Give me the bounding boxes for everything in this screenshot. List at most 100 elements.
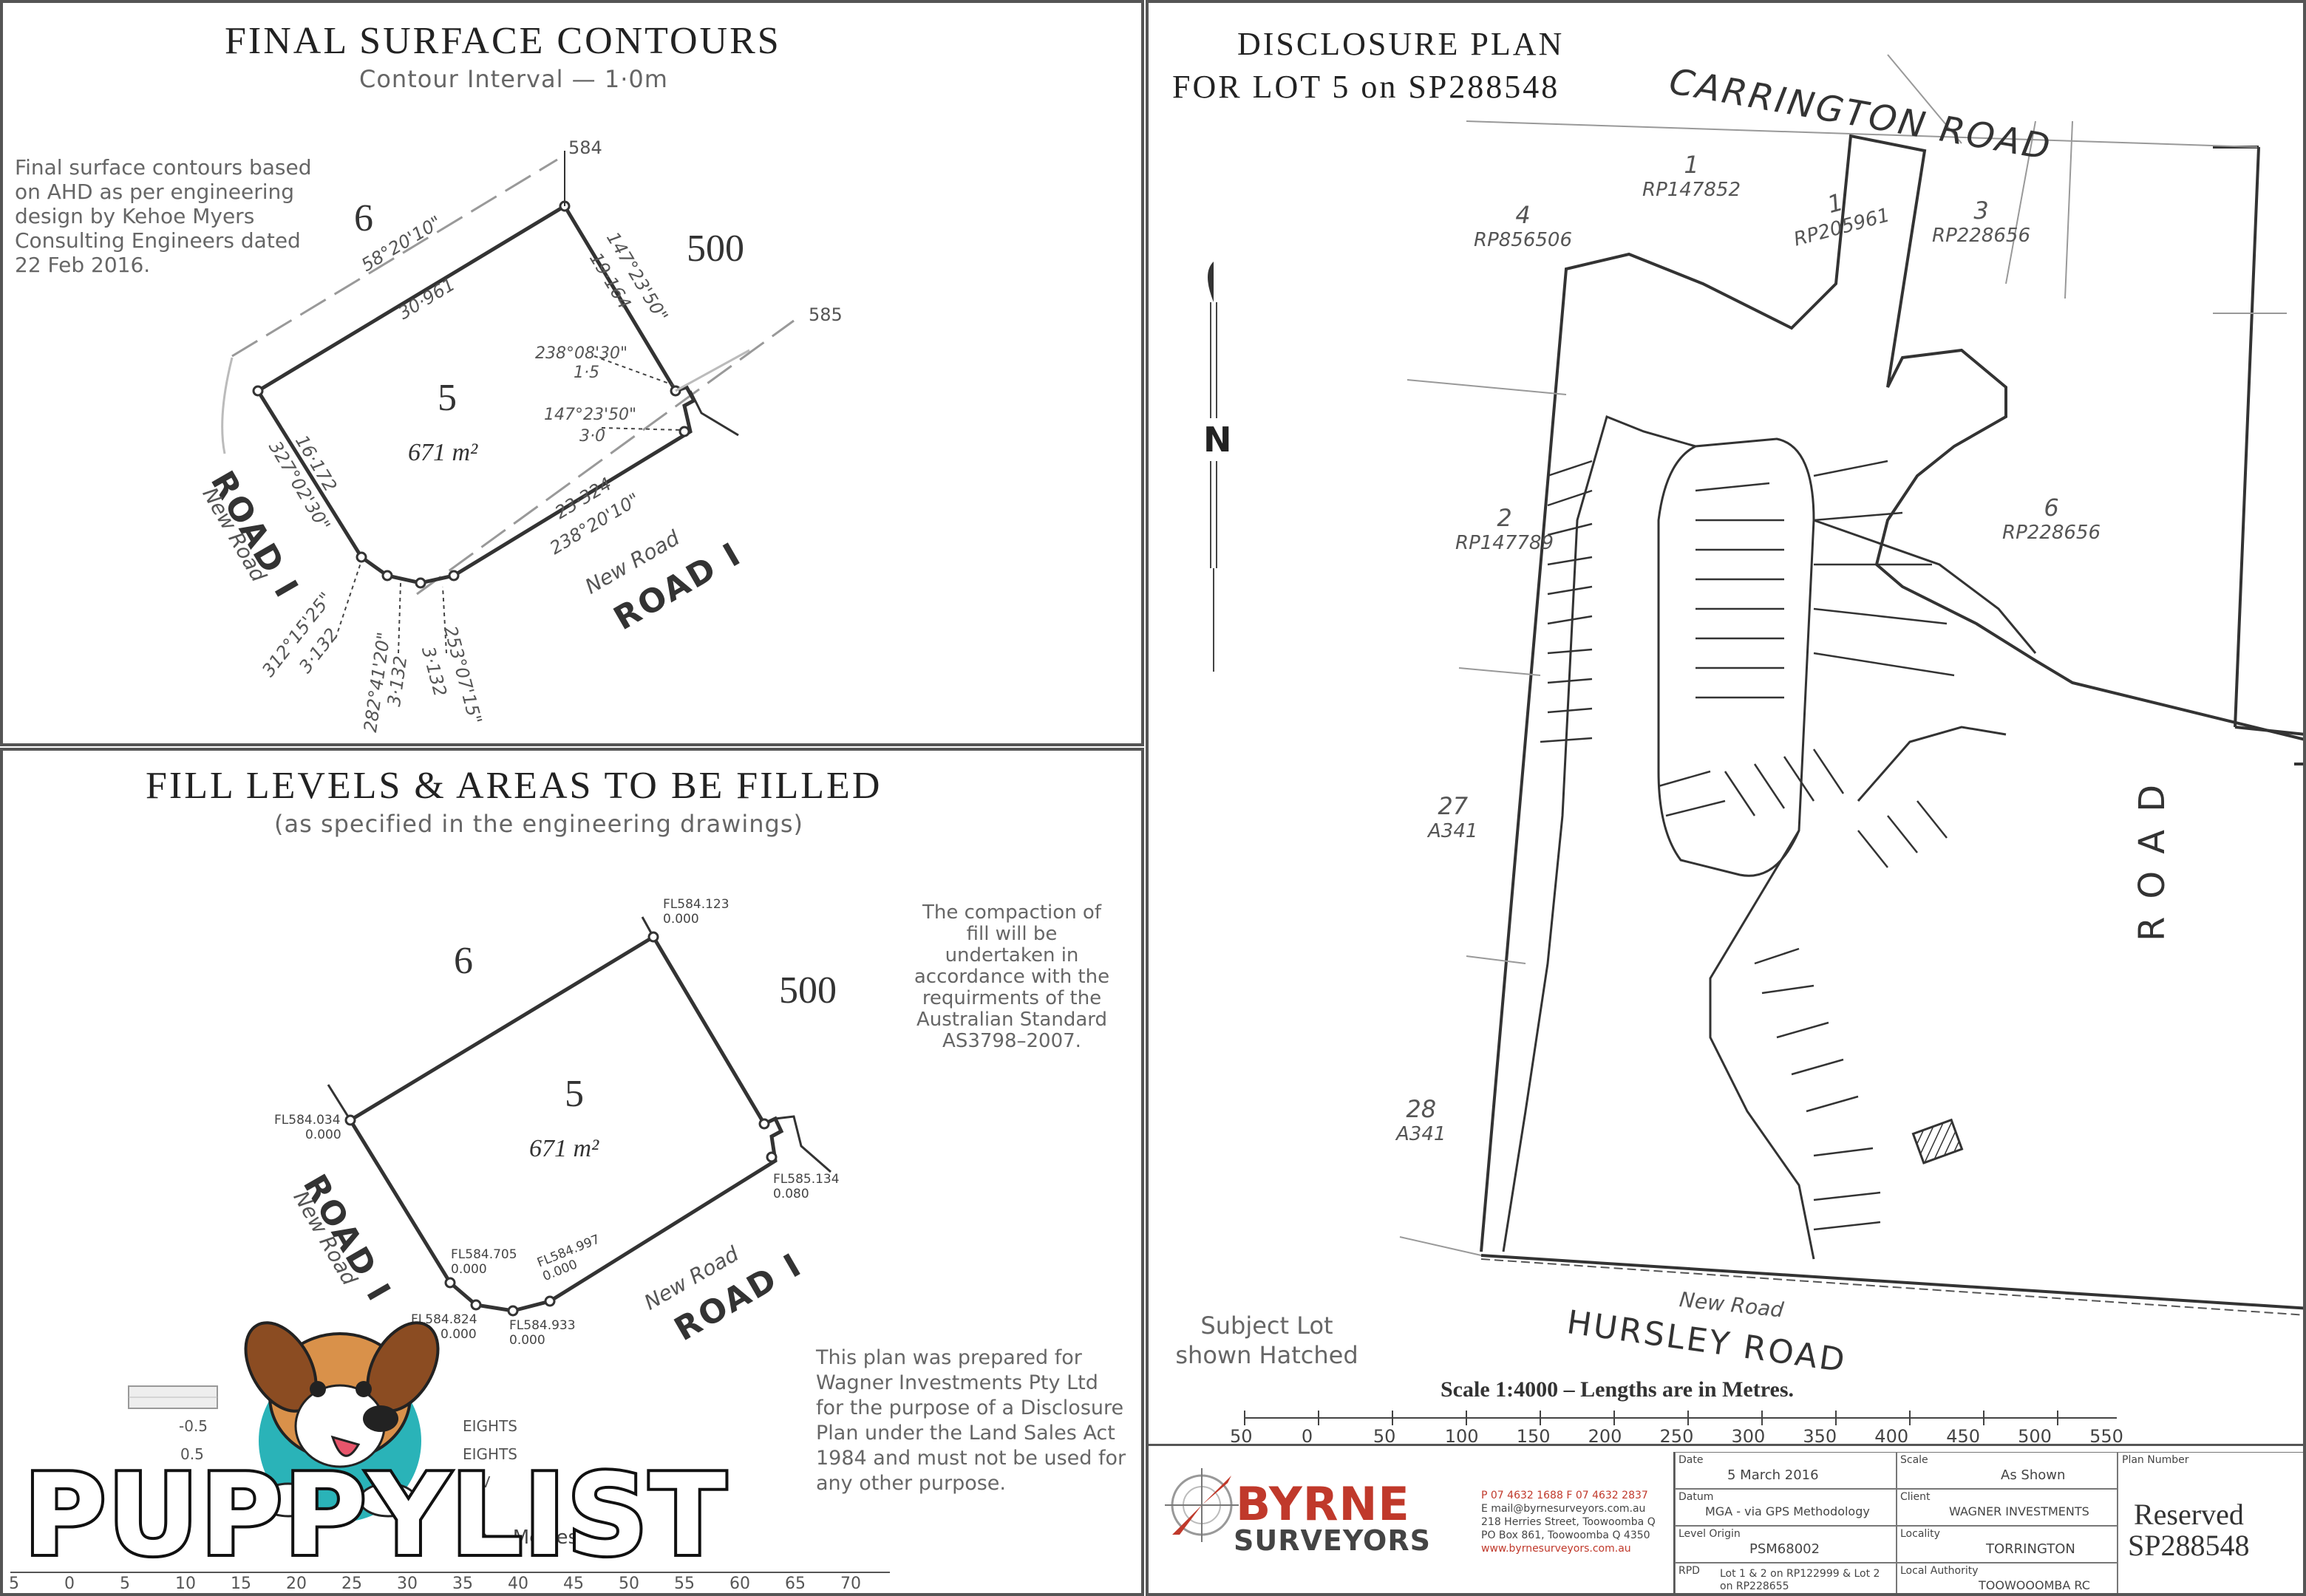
field-value: PSM68002 — [1749, 1541, 1820, 1557]
field-label: Client — [1900, 1491, 1931, 1503]
lot-5-fill-drawing — [10, 916, 890, 1573]
field-label: Locality — [1900, 1528, 1940, 1540]
scale-tick-label: 55 — [674, 1575, 695, 1593]
scale-tick-label: 150 — [1516, 1426, 1551, 1447]
contours-note: Final surface contours based on AHD as p… — [15, 155, 312, 277]
scale-tick-label: 100 — [1444, 1426, 1479, 1447]
parcel-plan: A341 — [1428, 820, 1478, 842]
legend-value-neg: -0.5 — [179, 1417, 208, 1435]
parcel-num: 4 — [1515, 201, 1531, 229]
bearing-notch-1: 238°08'30" — [535, 344, 628, 363]
lot-number: 5 — [438, 377, 457, 419]
scale-tick-label: 15 — [231, 1575, 251, 1593]
puppy-mascot — [244, 1321, 440, 1522]
parcel-plan: RP856506 — [1474, 229, 1572, 251]
parcel-num: 27 — [1438, 792, 1469, 820]
scale-tick-label: 45 — [563, 1575, 584, 1593]
scale-tick-label: 0 — [1301, 1426, 1313, 1447]
scale-tick-label: 60 — [729, 1575, 750, 1593]
field-label: Level Origin — [1679, 1528, 1741, 1540]
lot-number: 5 — [565, 1073, 584, 1115]
scale-tick-label: 500 — [2018, 1426, 2052, 1447]
field-label: Datum — [1679, 1491, 1714, 1503]
fill-level-2-label: FL584.034 — [274, 1113, 341, 1128]
distance-notch-2: 3·0 — [579, 427, 605, 446]
field-value: TORRINGTON — [1986, 1541, 2075, 1557]
contour-585: 585 — [809, 304, 843, 325]
legend-value-pos: 0.5 — [180, 1445, 204, 1463]
lot-5-contours-drawing — [221, 151, 795, 654]
contact-website[interactable]: www.byrnesurveyors.com.au — [1481, 1543, 1631, 1555]
fill-level-4-label: FL584.705 — [451, 1247, 517, 1262]
distance-notch-1: 1·5 — [574, 364, 599, 382]
fill-level-3-value: 0.080 — [773, 1187, 809, 1201]
contours-subtitle: Contour Interval — 1·0m — [359, 65, 668, 93]
contact-email: E mail@byrnesurveyors.com.au — [1481, 1503, 1646, 1515]
fill-level-4-value: 0.000 — [451, 1262, 487, 1277]
compaction-note: The compaction of fill will be undertake… — [914, 901, 1110, 1052]
parcel-27: 27 A341 — [1428, 792, 1477, 842]
legend-partial-1: EIGHTS — [463, 1417, 517, 1435]
scale-tick-label: 20 — [286, 1575, 307, 1593]
title-block: BYRNE SURVEYORS P 07 4632 1688 F 07 4632… — [1149, 1444, 2303, 1593]
field-label: Date — [1679, 1454, 1704, 1466]
parcel-plan: RP147852 — [1642, 179, 1741, 201]
scale-tick-label: 550 — [2089, 1426, 2123, 1447]
fill-level-2-value: 0.000 — [305, 1128, 341, 1142]
contact-address: 218 Herries Street, Toowoomba Q — [1481, 1516, 1656, 1528]
scale-tick-label: 10 — [175, 1575, 196, 1593]
parcel-2: 2 RP147789 — [1455, 504, 1554, 554]
scale-tick-label: 65 — [785, 1575, 806, 1593]
field-value: As Shown — [2001, 1467, 2066, 1483]
parcel-4: 4 RP856506 — [1474, 201, 1572, 251]
disclosure-plan-panel: DISCLOSURE PLAN FOR LOT 5 on SP288548 N — [1146, 0, 2306, 1596]
neighbor-500: 500 — [779, 969, 837, 1012]
fill-level-1-value: 0.000 — [663, 912, 699, 927]
scale-tick-label: 350 — [1803, 1426, 1837, 1447]
lot-area: 671 m² — [529, 1135, 599, 1162]
prepared-note: This plan was prepared for Wagner Invest… — [816, 1346, 1126, 1495]
parcel-3: 3 RP228656 — [1932, 197, 2030, 247]
byrne-logo-mark — [1165, 1468, 1239, 1542]
fill-level-1-label: FL584.123 — [663, 897, 729, 912]
scale-tick-label: 200 — [1588, 1426, 1622, 1447]
scale-tick-label: 30 — [397, 1575, 418, 1593]
field-label: RPD — [1679, 1565, 1700, 1577]
fill-level-7-label: FL584.933 — [509, 1318, 576, 1333]
plan-number-box: Plan Number Reserved SP288548 — [2117, 1452, 2303, 1593]
scale-partial: th... Metres. — [469, 1527, 585, 1549]
parcel-6: 6 RP228656 — [2002, 494, 2101, 544]
field-value: WAGNER INVESTMENTS — [1949, 1504, 2089, 1518]
field-value: TOOWOOOMBA RC — [1979, 1578, 2090, 1592]
scale-tick-label: 70 — [840, 1575, 861, 1593]
fill-title: FILL LEVELS & AREAS TO BE FILLED — [146, 765, 882, 807]
scale-tick-label: 400 — [1874, 1426, 1909, 1447]
legend-partial-2: EIGHTS — [463, 1445, 517, 1463]
parcel-num: 3 — [1973, 197, 1989, 225]
contact-po-box: PO Box 861, Toowoomba Q 4350 — [1481, 1530, 1650, 1541]
neighbor-500: 500 — [687, 228, 744, 270]
field-value: 5 March 2016 — [1727, 1467, 1819, 1483]
plan-title-line1: DISCLOSURE PLAN — [1237, 26, 1565, 62]
scale-tick-label: 50 — [619, 1575, 639, 1593]
scale-tick-label: 450 — [1946, 1426, 1981, 1447]
scale-tick-label: 0 — [64, 1575, 75, 1593]
contours-title: FINAL SURFACE CONTOURS — [225, 20, 781, 62]
parcel-plan: A341 — [1396, 1123, 1446, 1145]
field-label: Local Authority — [1900, 1565, 1979, 1577]
fill-level-3-label: FL585.134 — [773, 1172, 840, 1187]
scale-tick-label: 35 — [452, 1575, 473, 1593]
plan-number-line1: Reserved — [2134, 1498, 2244, 1531]
scale-tick-label: 50 — [1230, 1426, 1253, 1447]
parcel-plan: RP147789 — [1455, 532, 1554, 554]
